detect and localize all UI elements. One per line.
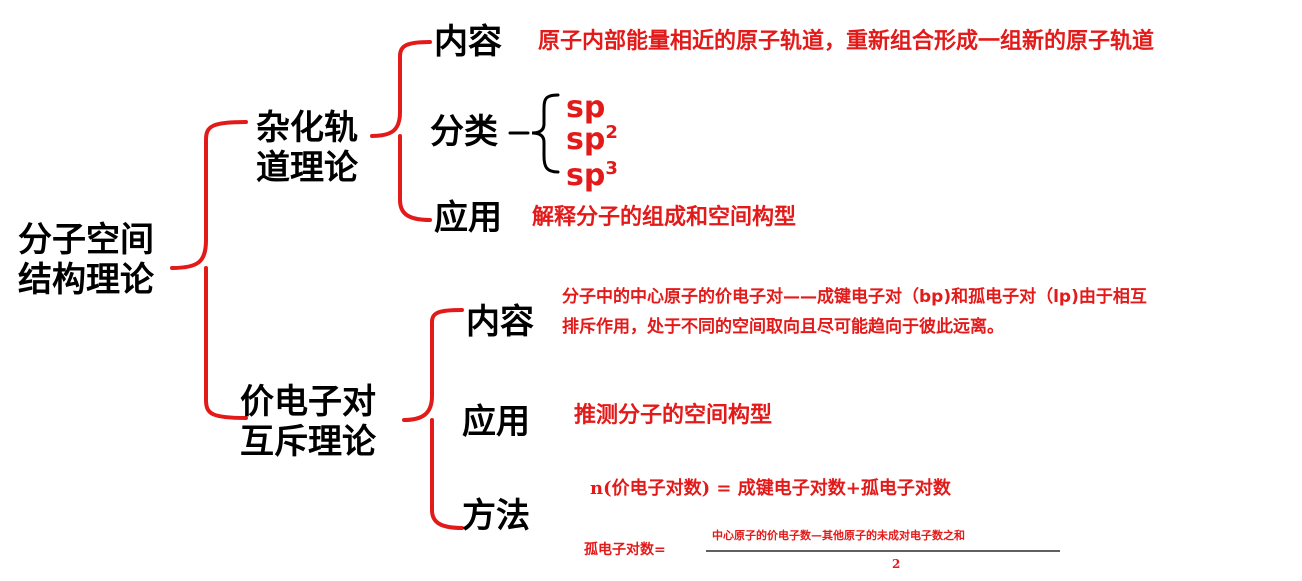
class-item-sp3: sp3 xyxy=(566,152,618,193)
vsepr-app-text: 推测分子的空间构型 xyxy=(574,403,773,428)
vsepr-app-label: 应用 xyxy=(462,402,530,442)
class-item-base: sp xyxy=(566,158,606,193)
hybrid-title-line2: 道理论 xyxy=(256,148,358,188)
hybrid-content-label: 内容 xyxy=(434,22,502,62)
vsepr-title-line1: 价电子对 xyxy=(240,382,376,422)
root-title-line2: 结构理论 xyxy=(18,260,154,300)
hybrid-bracket-lower xyxy=(398,134,432,222)
hybrid-title: 杂化轨 道理论 xyxy=(256,108,358,188)
hybrid-title-line1: 杂化轨 xyxy=(256,108,358,148)
vsepr-title-line2: 互斥理论 xyxy=(240,422,376,462)
vsepr-bracket-lower xyxy=(430,418,464,530)
formula-lone-pair-lhs: 孤电子对数= xyxy=(584,542,666,558)
class-curly-brace xyxy=(531,93,560,174)
root-title-line1: 分子空间 xyxy=(18,220,154,260)
hybrid-app-label: 应用 xyxy=(434,198,502,238)
hybrid-app-text: 解释分子的组成和空间构型 xyxy=(532,205,797,230)
class-item-sp: sp xyxy=(566,84,605,125)
vsepr-content-line1: 分子中的中心原子的价电子对——成键电子对（bp)和孤电子对（lp)由于相互 xyxy=(562,287,1147,307)
root-title: 分子空间 结构理论 xyxy=(18,220,154,300)
class-item-sp2: sp2 xyxy=(566,116,618,157)
class-item-base: sp xyxy=(566,90,606,125)
vsepr-content-label: 内容 xyxy=(466,302,534,342)
class-item-sup: 2 xyxy=(605,122,618,143)
vsepr-content-text: 分子中的中心原子的价电子对——成键电子对（bp)和孤电子对（lp)由于相互 排斥… xyxy=(562,282,1147,342)
root-bracket-lower xyxy=(204,266,248,420)
hybrid-bracket xyxy=(370,40,432,138)
hybrid-content-text: 原子内部能量相近的原子轨道，重新组合形成一组新的原子轨道 xyxy=(538,29,1155,54)
root-bracket xyxy=(170,120,248,270)
formula-denominator: 2 xyxy=(892,557,901,571)
vsepr-content-line2: 排斥作用，处于不同的空间取向且尽可能趋向于彼此远离。 xyxy=(562,317,1004,337)
formula-numerator: 中心原子的价电子数—其他原子的未成对电子数之和 xyxy=(712,529,965,542)
class-item-base: sp xyxy=(566,122,606,157)
vsepr-title: 价电子对 互斥理论 xyxy=(240,382,376,462)
formula-pair-count: n(价电子对数) = 成键电子对数+孤电子对数 xyxy=(590,478,951,499)
vsepr-bracket xyxy=(402,308,464,422)
hybrid-class-label: 分类 xyxy=(430,112,498,152)
vsepr-method-label: 方法 xyxy=(462,496,530,536)
class-item-sup: 3 xyxy=(605,158,618,179)
